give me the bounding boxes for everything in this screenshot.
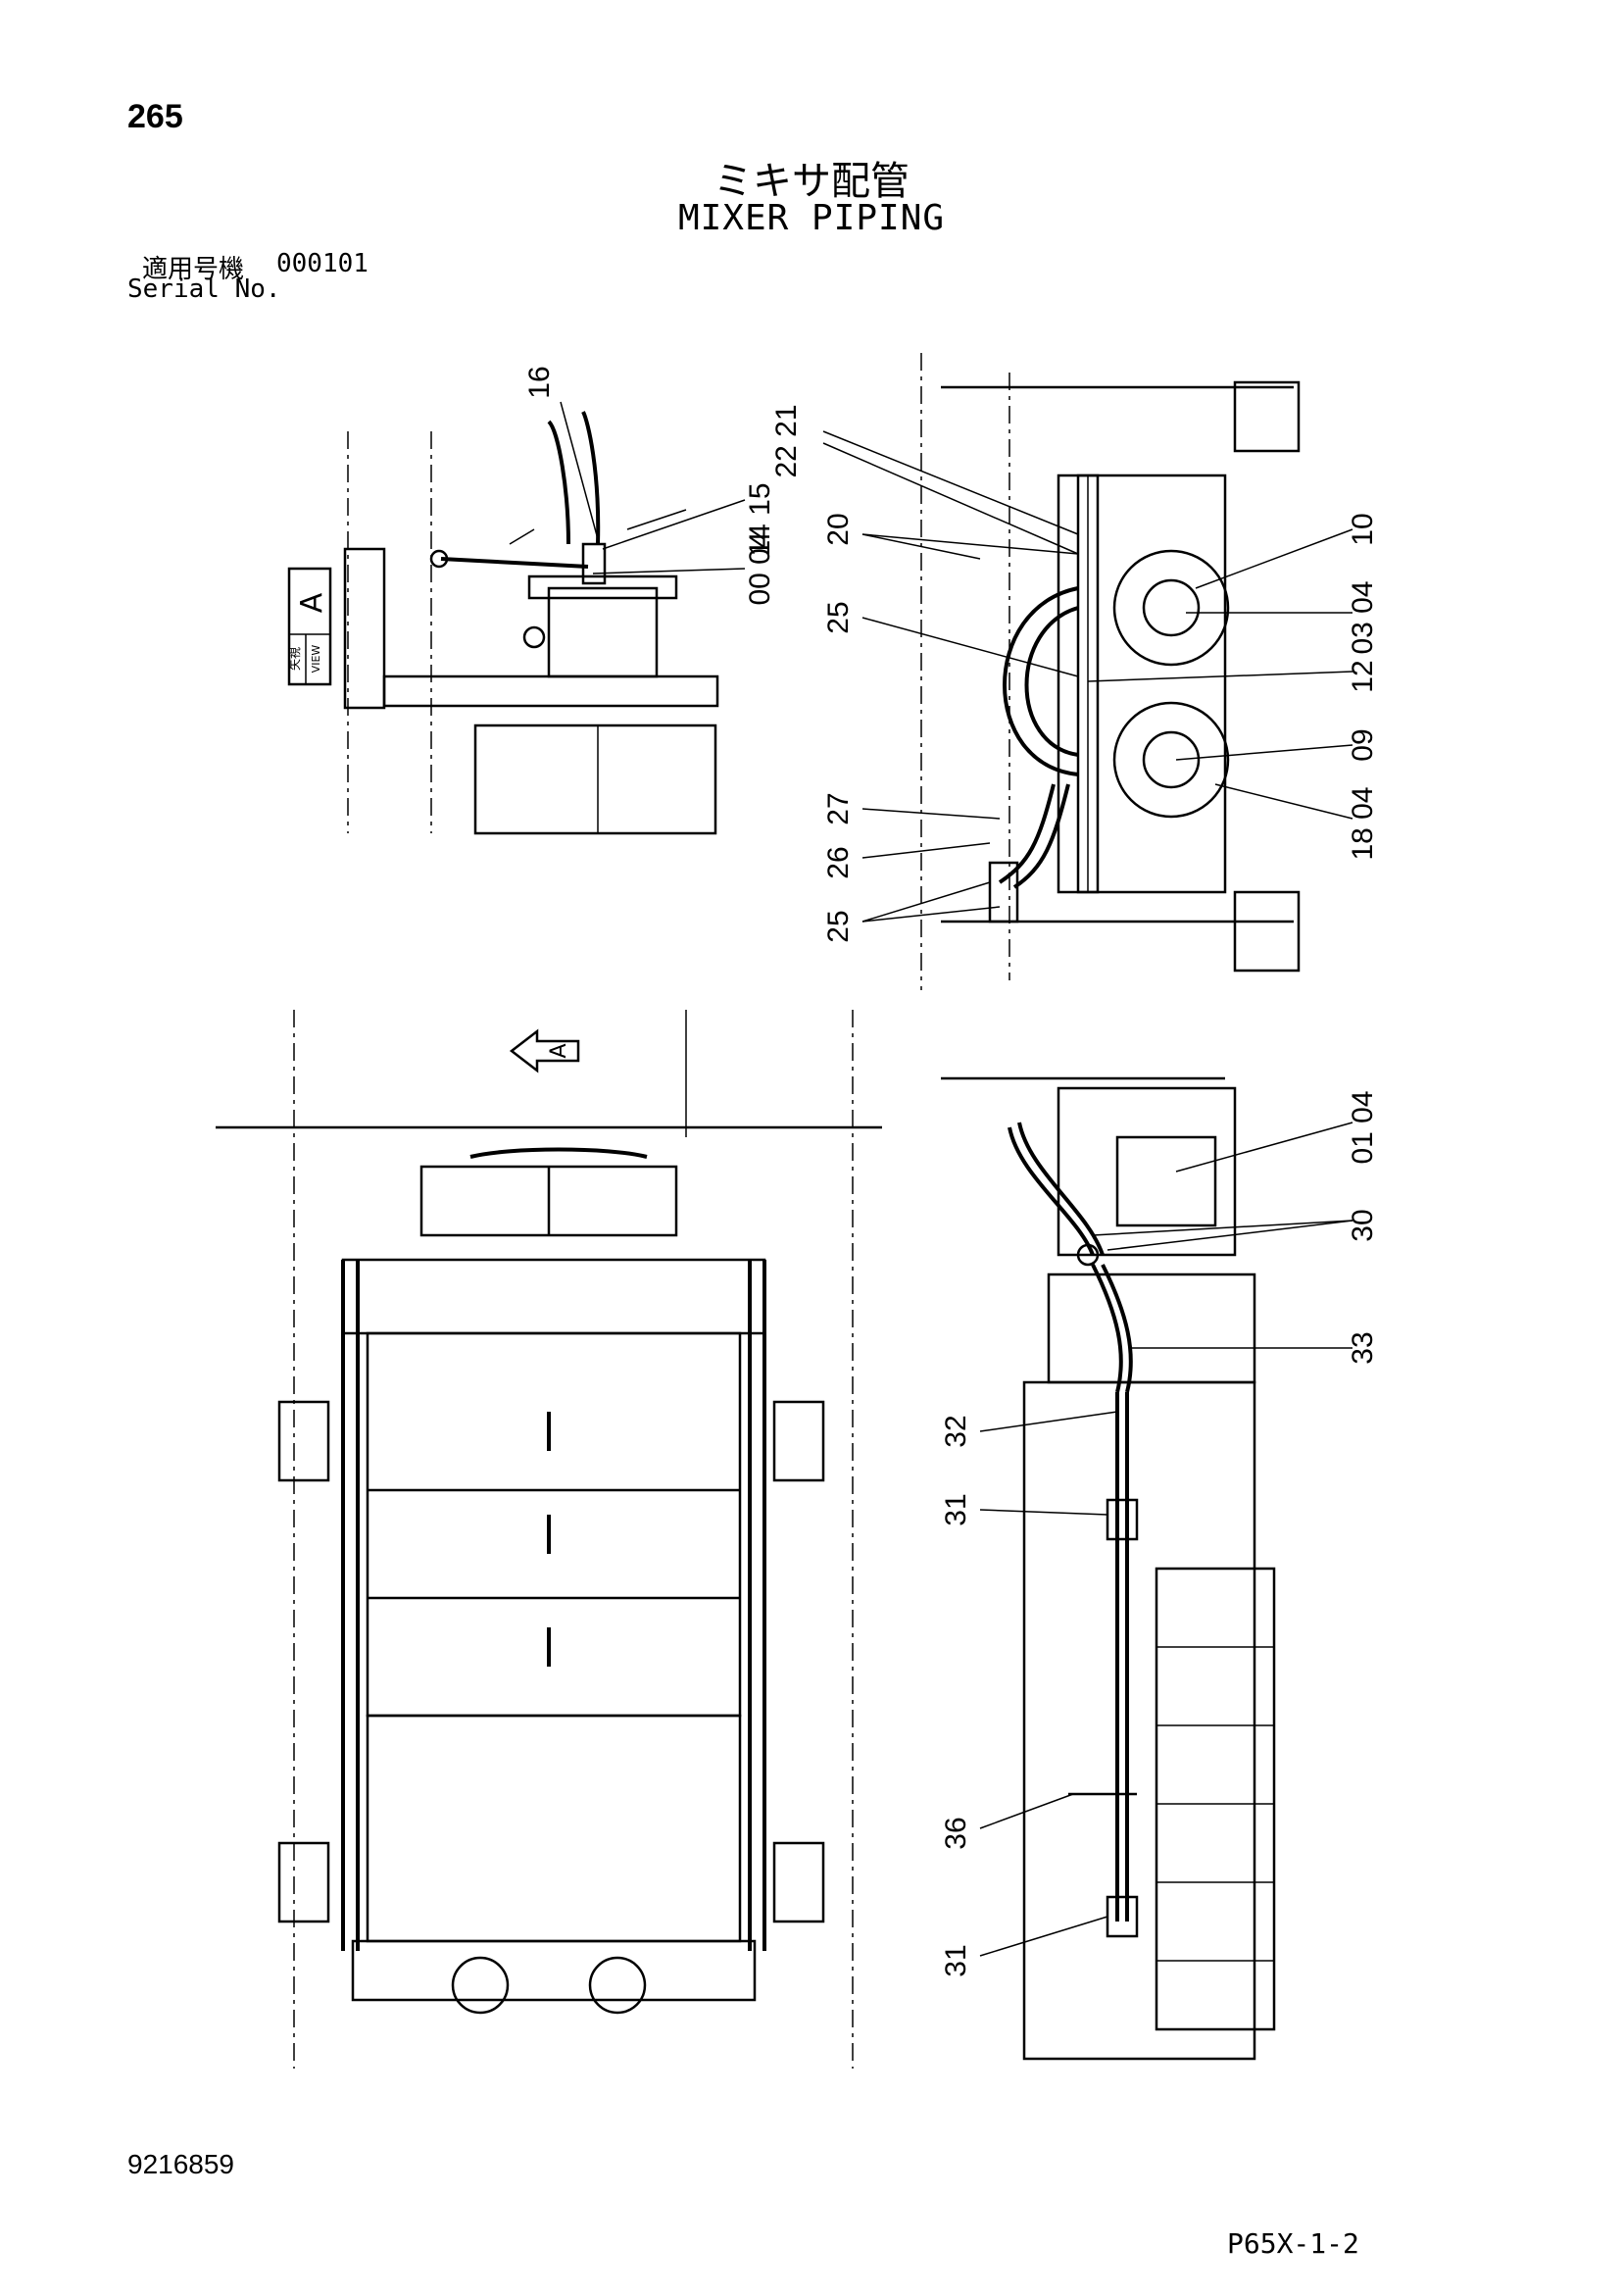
view-a-label-box: A 矢視 VIEW bbox=[287, 567, 332, 686]
frame-corner-bottom bbox=[1233, 890, 1301, 973]
hose-loop-outer bbox=[1003, 586, 1079, 776]
motor-flange-a bbox=[527, 574, 678, 600]
hose-16 bbox=[581, 411, 601, 545]
view-a-detail bbox=[343, 411, 719, 835]
page-number: 265 bbox=[127, 98, 183, 135]
callout-12: 12 bbox=[1347, 660, 1379, 692]
callout-27: 27 bbox=[822, 792, 855, 824]
lower-left-plan-view bbox=[216, 1010, 882, 2069]
hose-side-upper bbox=[1008, 1126, 1095, 1256]
callout-20: 20 bbox=[822, 513, 855, 545]
view-en-text: VIEW bbox=[310, 645, 322, 674]
elbow-fitting-a bbox=[581, 542, 607, 585]
title-japanese: ミキサ配管 bbox=[713, 159, 910, 204]
callout-22-21: 22 21 bbox=[770, 404, 803, 477]
arrow-letter: A bbox=[547, 1043, 571, 1058]
hose-loop-inner bbox=[1024, 606, 1079, 757]
callout-18-04: 18 04 bbox=[1347, 786, 1379, 860]
frame-corner-top bbox=[1233, 380, 1301, 453]
page-code: P65X-1-2 bbox=[1227, 2227, 1359, 2260]
callout-31b: 31 bbox=[940, 1944, 972, 1976]
callout-14-15: 14 15 bbox=[744, 482, 776, 556]
view-letter: A bbox=[295, 592, 329, 613]
serial-value: 000101 bbox=[276, 249, 369, 278]
serial-label-japanese: 適用号機 bbox=[142, 255, 245, 284]
mixer-motor-09 bbox=[1112, 701, 1230, 819]
tower-body-side bbox=[1022, 1380, 1256, 2061]
callout-26: 26 bbox=[822, 846, 855, 878]
callout-25a: 25 bbox=[822, 601, 855, 633]
base-plate bbox=[351, 1939, 757, 2002]
callout-25b: 25 bbox=[822, 910, 855, 942]
serial-label-english: Serial No. bbox=[127, 275, 281, 304]
hose-cross bbox=[469, 1147, 648, 1159]
mixer-motor-side bbox=[1115, 1135, 1217, 1227]
frame-body bbox=[473, 724, 717, 835]
title-english: MIXER PIPING bbox=[677, 198, 946, 238]
callout-31a: 31 bbox=[940, 1493, 972, 1525]
callout-36: 36 bbox=[940, 1817, 972, 1849]
callout-03-04: 03 04 bbox=[1347, 580, 1379, 654]
view-arrow-a: A bbox=[509, 1028, 580, 1073]
frame-beam bbox=[382, 674, 719, 708]
hopper-body bbox=[366, 1331, 742, 1718]
clamp-31a bbox=[1106, 1498, 1139, 1541]
hopper-header bbox=[341, 1258, 766, 1335]
clamp-31b bbox=[1106, 1895, 1139, 1938]
mixer-motor-10 bbox=[1112, 549, 1230, 667]
hose-33 bbox=[1091, 1264, 1123, 1393]
view-jp-text: 矢視 bbox=[287, 647, 302, 671]
motor-mount-side bbox=[1057, 1086, 1237, 1257]
callout-00-04: 00 04 bbox=[744, 531, 776, 605]
mixer-drum-area bbox=[366, 1714, 742, 1943]
callout-32: 32 bbox=[940, 1415, 972, 1447]
callout-16: 16 bbox=[523, 366, 556, 398]
callout-30: 30 bbox=[1347, 1209, 1379, 1241]
mixer-motor-a bbox=[547, 586, 659, 678]
stack-column bbox=[1155, 1567, 1276, 2031]
upper-block-side bbox=[1047, 1273, 1256, 1384]
motor-lug-a bbox=[522, 625, 546, 649]
frame-plate-left bbox=[343, 547, 386, 710]
callout-01-04: 01 04 bbox=[1347, 1090, 1379, 1164]
leader-00-04 bbox=[592, 568, 746, 574]
mount-plate bbox=[1057, 474, 1227, 894]
hose-view-a bbox=[440, 557, 589, 569]
leader-16 bbox=[560, 401, 599, 540]
lower-right-side-view bbox=[941, 1076, 1276, 2061]
leader-14-15 bbox=[602, 499, 746, 550]
upper-right-view bbox=[920, 353, 1301, 990]
document-number: 9216859 bbox=[127, 2149, 235, 2179]
hose-lower-run bbox=[998, 783, 1056, 884]
